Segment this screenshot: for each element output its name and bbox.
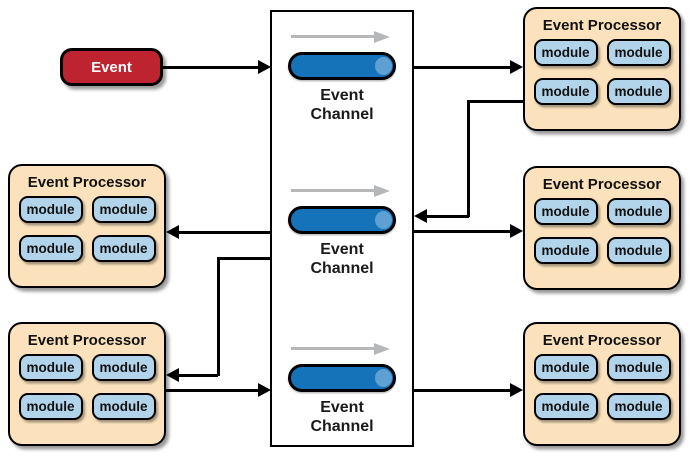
module-node: module <box>91 354 156 381</box>
flow-arrow-icon <box>374 342 390 355</box>
module-node: module <box>606 237 671 264</box>
channel-cylinder-icon <box>288 52 396 80</box>
module-grid: module module module module <box>533 198 671 264</box>
module-node: module <box>606 393 671 420</box>
event-processor-top-right: Event Processor module module module mod… <box>523 7 681 131</box>
event-channel-middle: Event Channel <box>270 178 414 310</box>
module-grid: module module module module <box>18 354 156 420</box>
channel-label: Event Channel <box>310 87 374 123</box>
cylinder-cap <box>375 57 392 75</box>
event-label: Event <box>91 58 132 76</box>
module-node: module <box>606 198 671 225</box>
line-segment <box>467 100 470 217</box>
arrowhead-right-icon <box>510 60 523 74</box>
module-node: module <box>533 237 598 264</box>
module-node: module <box>606 354 671 381</box>
module-node: module <box>606 39 671 66</box>
channel-cylinder-icon <box>288 206 396 234</box>
module-node: module <box>18 354 83 381</box>
arrowhead-left-icon <box>414 209 427 223</box>
module-grid: module module module module <box>18 196 156 262</box>
line-segment <box>179 231 272 234</box>
processor-title: Event Processor <box>27 332 147 349</box>
module-node: module <box>533 78 598 105</box>
line-segment <box>179 374 218 377</box>
flow-line <box>291 189 375 192</box>
flow-arrow-icon <box>374 30 390 43</box>
module-node: module <box>533 354 598 381</box>
event-channel-top: Event Channel <box>270 24 414 156</box>
event-channel-bottom: Event Channel <box>270 336 414 463</box>
module-node: module <box>18 196 83 223</box>
event-processor-middle-right: Event Processor module module module mod… <box>523 166 681 290</box>
module-node: module <box>606 78 671 105</box>
line-segment <box>217 257 220 376</box>
line-segment <box>414 66 511 69</box>
arrowhead-left-icon <box>166 225 179 239</box>
line-segment <box>414 230 511 233</box>
channel-cylinder-icon <box>288 364 396 392</box>
module-node: module <box>533 39 598 66</box>
processor-title: Event Processor <box>542 17 662 34</box>
event-processor-bottom-right: Event Processor module module module mod… <box>523 322 681 446</box>
module-node: module <box>91 196 156 223</box>
module-node: module <box>18 393 83 420</box>
line-segment <box>414 389 511 392</box>
processor-title: Event Processor <box>542 176 662 193</box>
module-node: module <box>91 235 156 262</box>
channel-label: Event Channel <box>310 399 374 435</box>
flow-arrow-icon <box>374 184 390 197</box>
arrowhead-left-icon <box>166 368 179 382</box>
arrowhead-right-icon <box>510 224 523 238</box>
line-segment <box>427 215 469 218</box>
event-processor-middle-left: Event Processor module module module mod… <box>8 164 166 288</box>
arrowhead-right-icon <box>258 383 271 397</box>
event-node: Event <box>60 48 163 86</box>
processor-title: Event Processor <box>542 332 662 349</box>
cylinder-cap <box>375 369 392 387</box>
flow-line <box>291 347 375 350</box>
line-segment <box>218 257 272 260</box>
module-node: module <box>533 393 598 420</box>
module-grid: module module module module <box>533 354 671 420</box>
module-node: module <box>91 393 156 420</box>
cylinder-cap <box>375 211 392 229</box>
channel-label: Event Channel <box>310 241 374 277</box>
line-segment <box>163 66 260 69</box>
module-node: module <box>18 235 83 262</box>
module-grid: module module module module <box>533 39 671 105</box>
flow-line <box>291 35 375 38</box>
processor-title: Event Processor <box>27 174 147 191</box>
line-segment <box>165 389 259 392</box>
arrowhead-right-icon <box>510 383 523 397</box>
event-processor-bottom-left: Event Processor module module module mod… <box>8 322 166 446</box>
line-segment <box>468 100 523 103</box>
arrowhead-right-icon <box>258 60 271 74</box>
module-node: module <box>533 198 598 225</box>
